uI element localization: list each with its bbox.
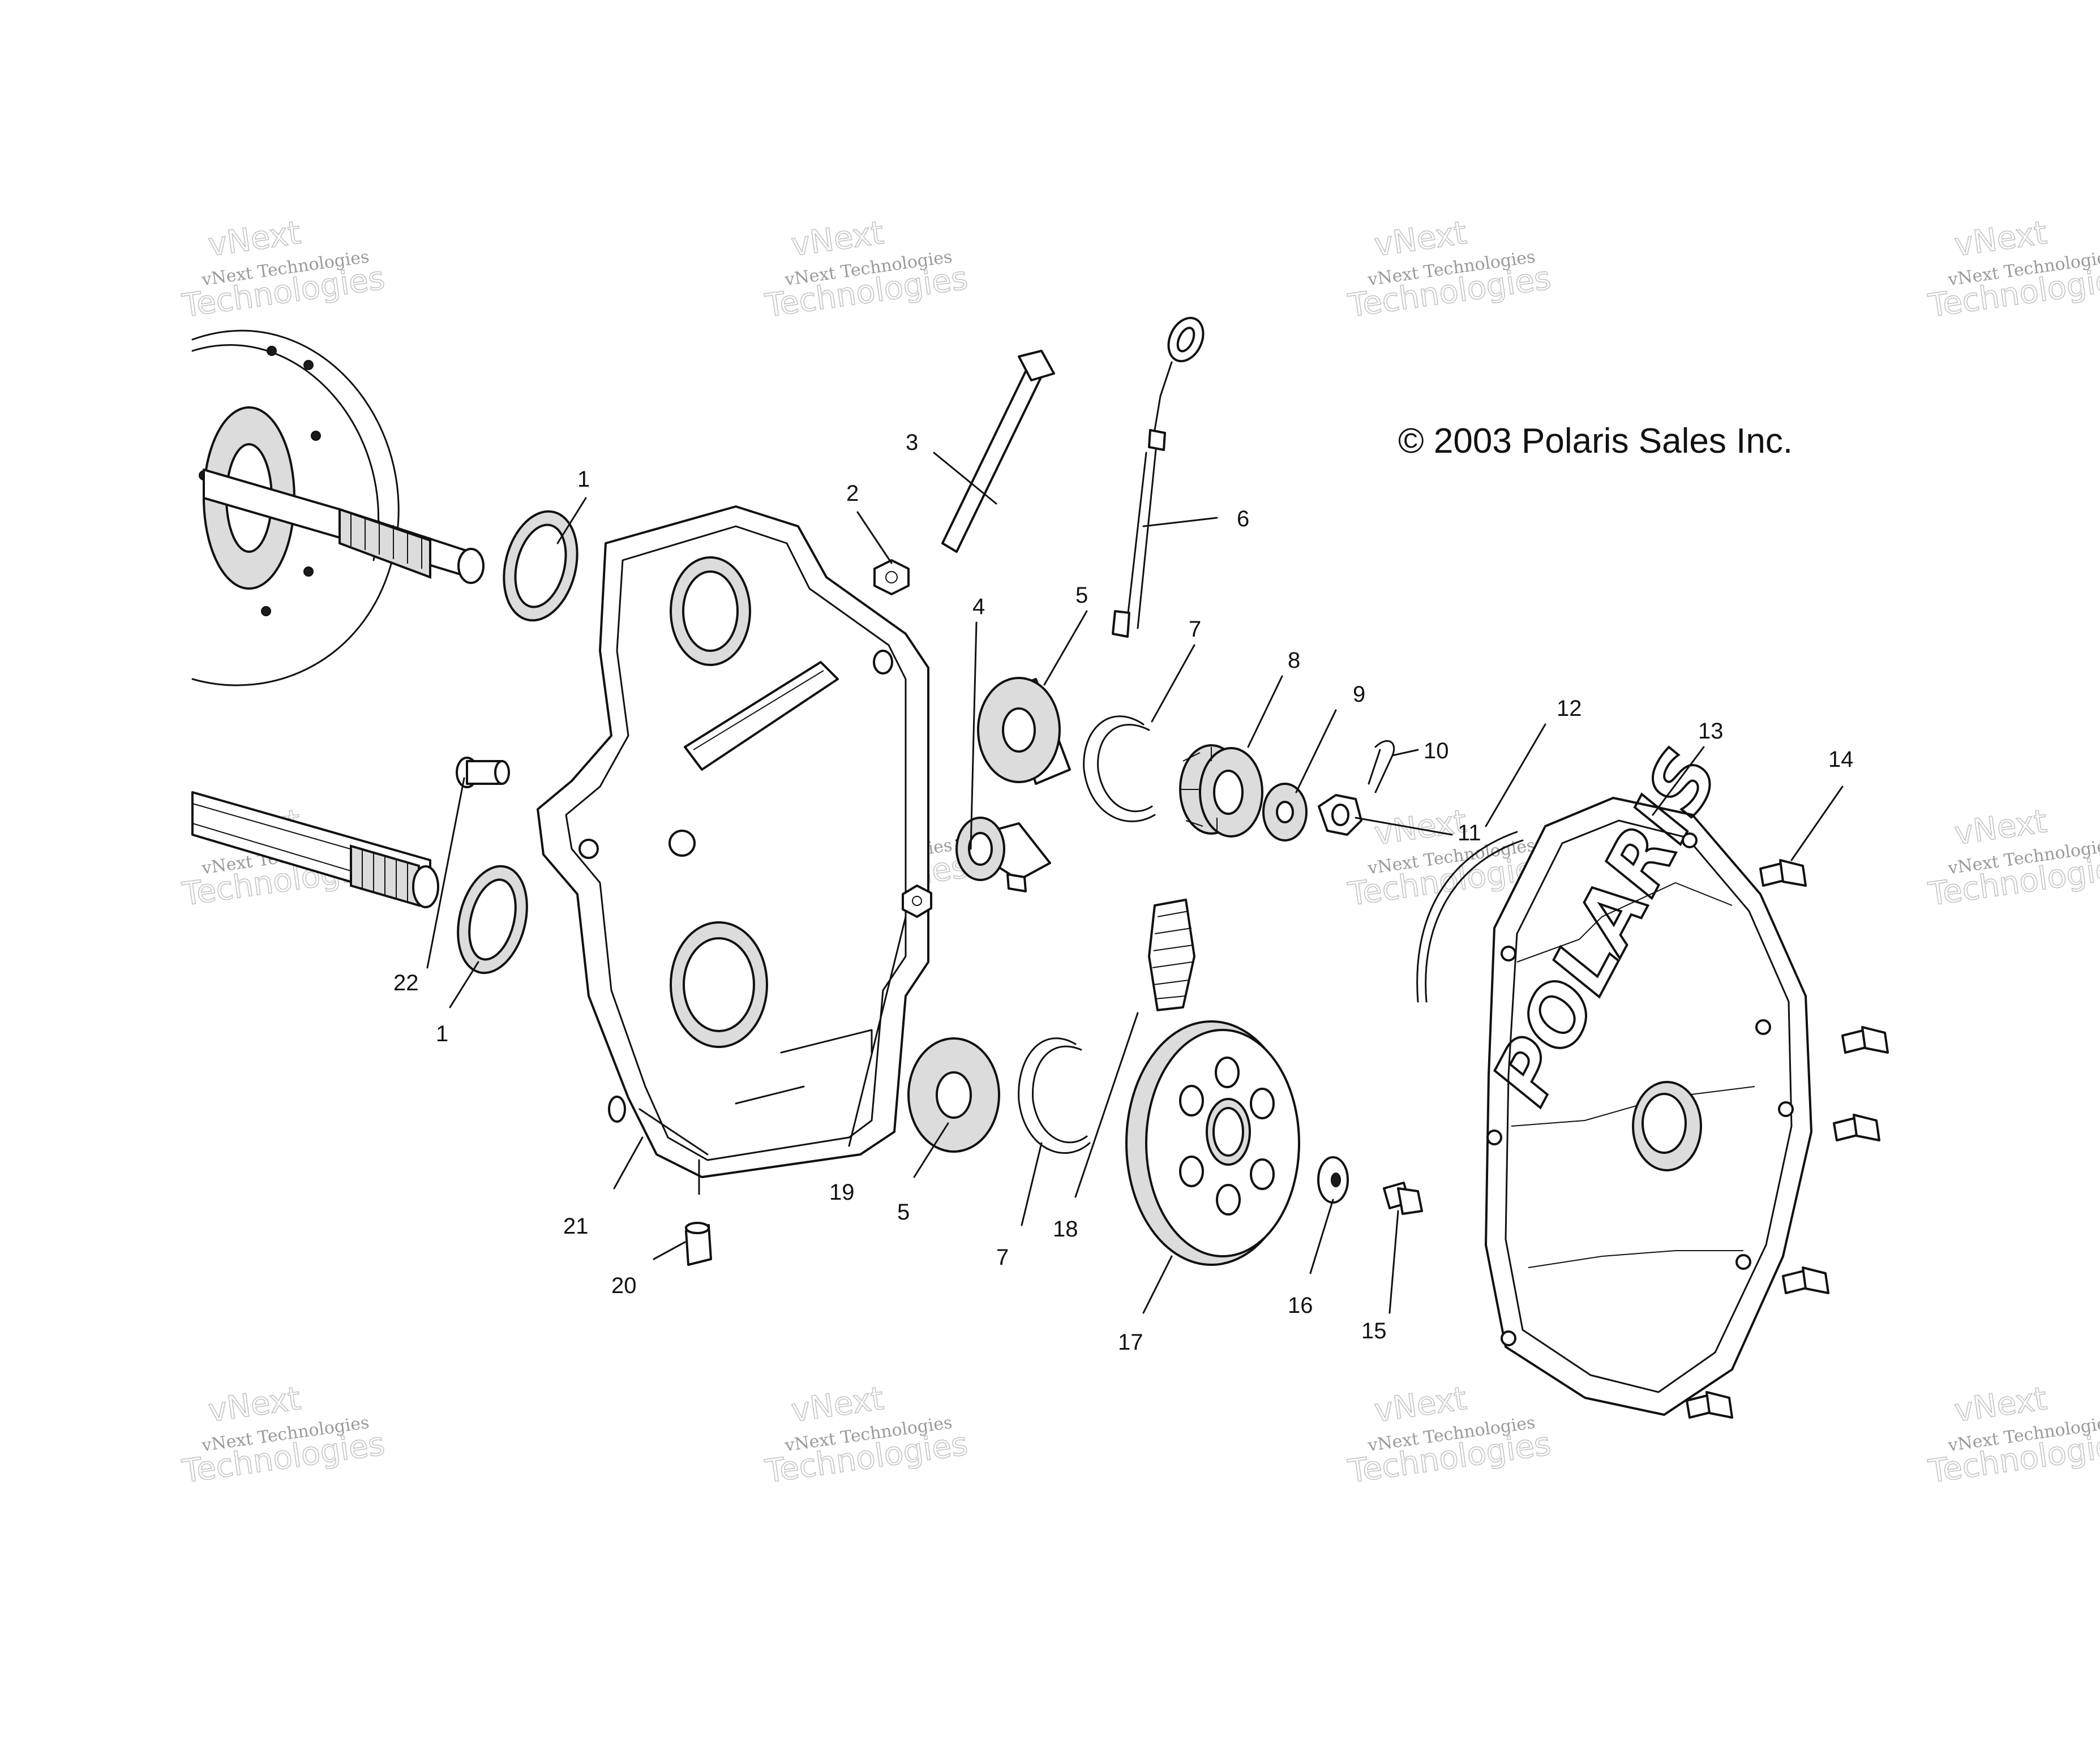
callout-19: 19 — [829, 1180, 855, 1205]
callout-9: 9 — [1353, 682, 1365, 707]
watermark-mid-far-right: vNext vNext Technologies Technologies — [1926, 802, 2100, 913]
part-20-plug — [685, 1222, 712, 1266]
watermark-top-far-right: vNext vNext Technologies Technologies — [1926, 214, 2100, 325]
leader-lines — [426, 452, 1844, 1314]
part-14-bolts — [1686, 859, 1889, 1419]
part-1-seal-lower — [457, 865, 528, 974]
part-7-snap-ring-upper — [1083, 715, 1156, 822]
part-22-pin — [456, 757, 510, 788]
bolt — [1759, 859, 1807, 887]
part-21-chaincase-housing — [537, 505, 929, 1178]
bolt — [1841, 1026, 1889, 1054]
callout-6: 6 — [1237, 506, 1249, 531]
callout-21: 21 — [563, 1214, 589, 1239]
part-10-cotter-pin — [1368, 740, 1395, 793]
part-15-bolt — [1383, 1182, 1423, 1215]
part-5-bearing-lower — [907, 1037, 1000, 1153]
part-18-chain — [1148, 899, 1195, 1011]
part-5-bearing-upper — [977, 677, 1071, 785]
watermark-word-big: vNext — [1952, 214, 2049, 264]
watermark-word-big: vNext — [206, 1380, 303, 1429]
callout-2: 2 — [846, 481, 859, 506]
part-1-seal-upper — [503, 510, 578, 622]
watermark-bottom-center: vNext vNext Technologies Technologies — [762, 1380, 971, 1491]
watermark-bottom-far-right: vNext vNext Technologies Technologies — [1926, 1380, 2100, 1491]
part-17-lower-sprocket — [1125, 1020, 1300, 1266]
callout-14: 14 — [1828, 747, 1854, 772]
part-12-wire — [1416, 831, 1524, 1003]
callout-10: 10 — [1424, 738, 1449, 763]
part-4-tensioner-block — [955, 817, 1051, 892]
watermark-top-right: vNext vNext Technologies Technologies — [1345, 214, 1554, 325]
part-19-nut — [902, 884, 932, 918]
callout-4: 4 — [972, 594, 985, 619]
watermark-word-big: vNext — [1952, 1380, 2049, 1429]
callout-12: 12 — [1557, 696, 1582, 721]
bolt — [1833, 1114, 1880, 1141]
callout-20: 20 — [611, 1273, 637, 1298]
callout-1-lower: 1 — [436, 1021, 448, 1046]
callout-8: 8 — [1288, 648, 1300, 673]
watermark-word-big: vNext — [789, 214, 886, 264]
callout-7: 7 — [1189, 617, 1201, 642]
watermark-layer: vNext vNext Technologies Technologies vN… — [179, 214, 2100, 1491]
watermark-bottom-right: vNext vNext Technologies Technologies — [1345, 1380, 1554, 1491]
watermark-word-big: vNext — [1372, 1380, 1469, 1429]
lower-driven-shaft — [191, 791, 439, 908]
part-2-nut — [873, 559, 910, 595]
watermark-word-big: vNext — [789, 1380, 886, 1429]
part-9-washer — [1262, 783, 1308, 841]
part-7-snap-ring-lower — [1018, 1037, 1091, 1154]
callout-13: 13 — [1698, 719, 1724, 744]
part-11-castle-nut — [1318, 794, 1362, 836]
callout-17: 17 — [1118, 1330, 1143, 1355]
callout-16: 16 — [1288, 1293, 1313, 1318]
callout-3: 3 — [906, 430, 918, 455]
callout-5-lower: 5 — [897, 1200, 910, 1225]
watermark-word-big: vNext — [1372, 803, 1469, 852]
watermark-top-center: vNext vNext Technologies Technologies — [762, 214, 971, 325]
part-8-upper-sprocket — [1179, 744, 1263, 838]
callout-18: 18 — [1053, 1217, 1078, 1242]
watermark-word-big: vNext — [1372, 214, 1469, 264]
callout-22: 22 — [393, 971, 419, 995]
watermark-bottom-left: vNext vNext Technologies Technologies — [179, 1380, 388, 1491]
callout-1: 1 — [577, 467, 590, 492]
callout-5: 5 — [1075, 583, 1088, 608]
callout-labels: 1 2 3 4 5 6 7 8 9 10 11 12 13 14 15 16 1… — [393, 430, 1854, 1355]
watermark-word-big: vNext — [1952, 803, 2049, 852]
copyright-notice: © 2003 Polaris Sales Inc. — [1398, 422, 1793, 461]
bolt — [1686, 1391, 1733, 1419]
bolt — [1782, 1266, 1829, 1294]
callout-15: 15 — [1361, 1319, 1387, 1343]
part-6-dipstick — [1112, 316, 1205, 638]
callout-11: 11 — [1458, 821, 1481, 845]
callout-7-lower: 7 — [996, 1245, 1009, 1270]
part-3-bolt — [941, 350, 1055, 553]
upper-drive-shaft — [203, 469, 485, 584]
watermark-word-big: vNext — [206, 214, 303, 264]
part-16-washer — [1317, 1156, 1349, 1204]
watermark-top-left: vNext vNext Technologies Technologies — [179, 214, 388, 325]
